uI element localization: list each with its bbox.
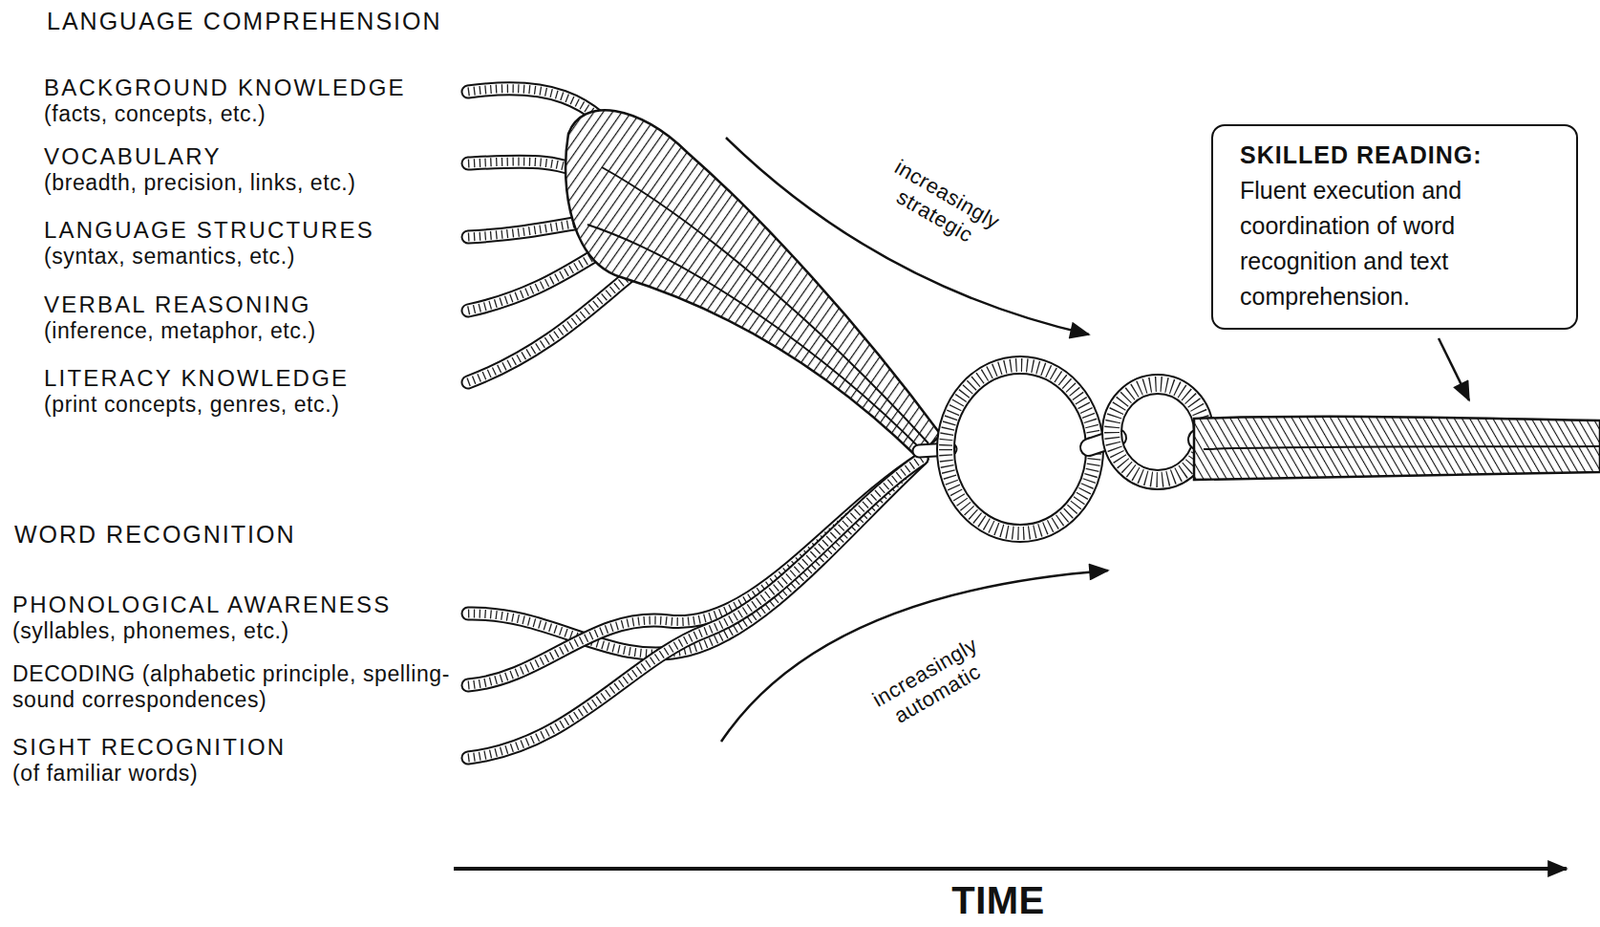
callout-heading: SKILLED READING:: [1239, 137, 1552, 173]
strand-name: BACKGROUND KNOWLEDGE: [43, 74, 406, 102]
word-strands: [468, 458, 922, 758]
strand-note: (inference, metaphor, etc.): [43, 318, 317, 344]
callout-body: Fluent execution and coordination of wor…: [1239, 172, 1552, 315]
arrow-label: increasingly automatic: [853, 622, 1011, 743]
strand-note: (breadth, precision, links, etc.): [43, 170, 357, 196]
time-axis-arrow: [453, 866, 1567, 871]
strand-note: (of familiar words): [12, 760, 198, 787]
strand-name: PHONOLOGICAL AWARENESS: [12, 591, 391, 619]
strand-note: (syllables, phonemes, etc.): [12, 618, 290, 644]
group-heading: LANGUAGE COMPREHENSION: [46, 7, 443, 37]
combined-rope: [918, 364, 1600, 534]
strand-note: (print concepts, genres, etc.): [43, 391, 340, 418]
strand-name: SIGHT RECOGNITION: [12, 733, 286, 761]
strand-name: VERBAL REASONING: [43, 291, 312, 319]
group-heading: WORD RECOGNITION: [14, 520, 297, 550]
callout-leader: [1438, 338, 1470, 401]
axis-label: TIME: [951, 878, 1046, 921]
strand-name: LANGUAGE STRUCTURES: [43, 216, 375, 244]
callout-box: SKILLED READING:Fluent execution and coo…: [1211, 124, 1579, 330]
arrow-label: increasingly strategic: [862, 145, 1021, 265]
strategic-arrow: [725, 137, 1089, 335]
strand-name: DECODING (alphabetic principle, spelling…: [12, 661, 452, 713]
strand-note: (syntax, semantics, etc.): [43, 243, 296, 270]
strand-name: LITERACY KNOWLEDGE: [43, 364, 349, 392]
strand-note: (facts, concepts, etc.): [43, 101, 266, 128]
strand-name: VOCABULARY: [43, 143, 222, 171]
